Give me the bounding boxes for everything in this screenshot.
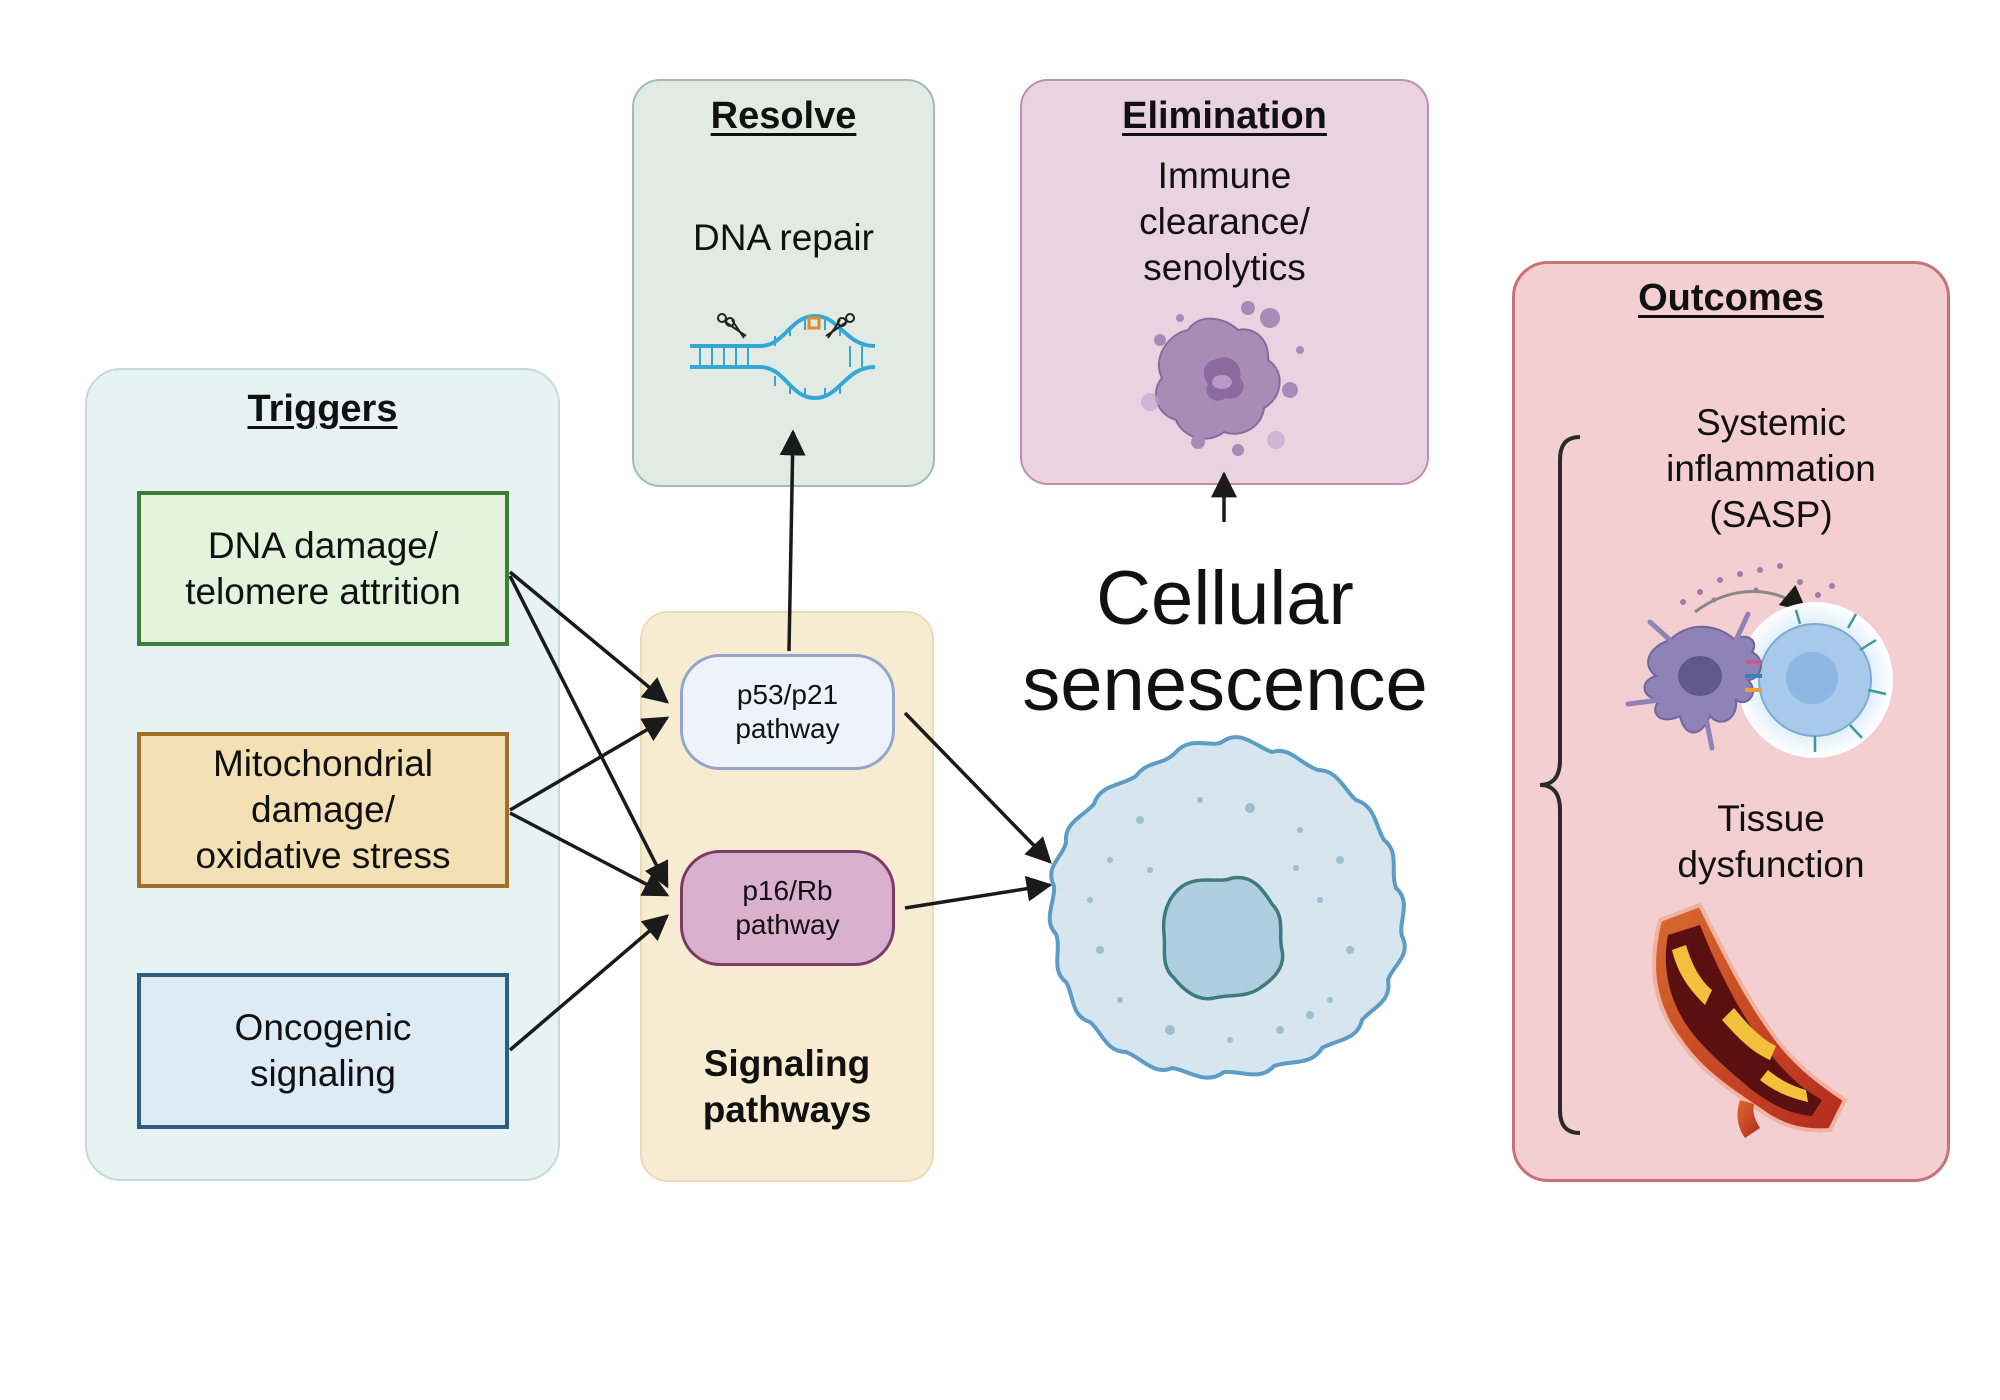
outcomes-brace-icon (1539, 435, 1581, 1135)
signaling-title: Signaling pathways (702, 1043, 872, 1130)
arrow-p16-to-cell (904, 875, 1053, 910)
resolve-text: DNA repair (693, 217, 874, 258)
triggers-title: Triggers (247, 388, 398, 430)
trigger-arrows (508, 429, 1237, 1052)
blood-vessel-icon (1652, 902, 1848, 1138)
outcomes-title: Outcomes (1638, 277, 1824, 319)
senescent-cell-icon (1047, 735, 1407, 1080)
arrow-dna-to-p53 (508, 570, 670, 704)
trigger-dna-damage: DNA damage/ telomere attrition (137, 491, 509, 646)
arrow-dna-to-p16 (508, 575, 669, 889)
arrow-mito-to-p16 (509, 811, 670, 897)
cellular-senescence-label: Cellular senescence (1022, 556, 1428, 727)
elimination-text: Immune clearance/ senolytics (1139, 155, 1310, 288)
pathway-p53-p21: p53/p21 pathway (680, 654, 895, 770)
apoptotic-cell-icon (1141, 301, 1304, 456)
arrow-p53-to-cell (903, 711, 1052, 864)
pathway-p16-rb: p16/Rb pathway (680, 850, 895, 966)
resolve-panel: Resolve DNA repair (632, 79, 935, 487)
sasp-icon (1625, 563, 1893, 758)
elimination-title: Elimination (1122, 95, 1327, 137)
trigger-mitochondrial-damage: Mitochondrial damage/ oxidative stress (137, 732, 509, 888)
arrow-onco-to-p16 (508, 914, 669, 1052)
dna-repair-icon (690, 313, 876, 401)
outcome-systemic-inflammation: Systemic inflammation (SASP) (1666, 402, 1876, 535)
resolve-title: Resolve (710, 95, 857, 137)
outcome-tissue-dysfunction: Tissue dysfunction (1677, 798, 1865, 885)
trigger-oncogenic-signaling: Oncogenic signaling (137, 973, 509, 1129)
arrow-mito-to-p53 (509, 716, 670, 812)
arrow-p53-to-resolve (779, 429, 806, 652)
